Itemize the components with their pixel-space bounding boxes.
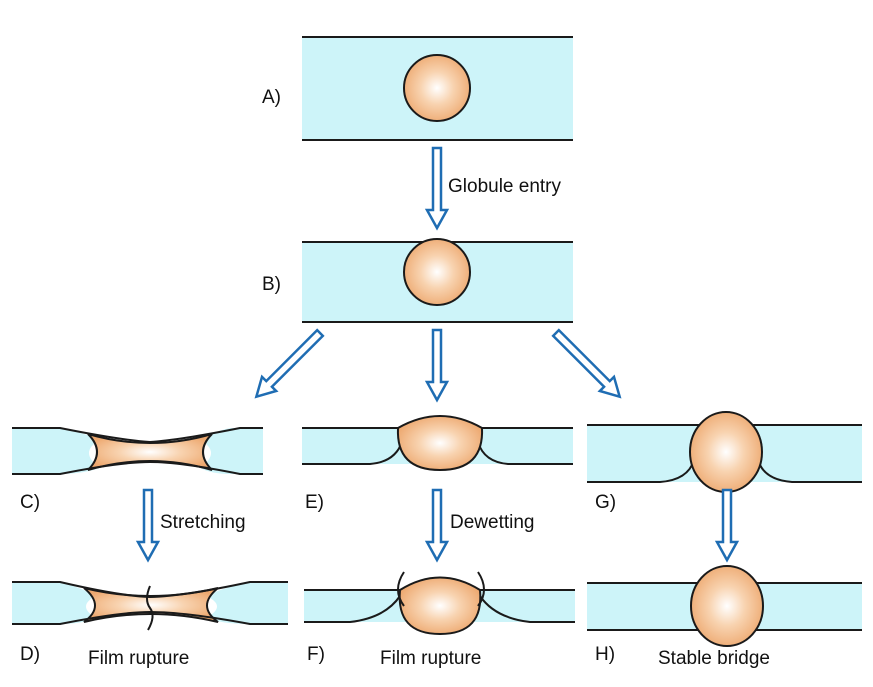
panel-label: A) [262, 87, 281, 108]
transition-label: Globule entry [448, 176, 562, 197]
panel-label: C) [20, 492, 40, 513]
panel-a: A) [262, 36, 573, 141]
oil-globule [398, 576, 482, 636]
panel-e: E) [302, 415, 573, 513]
arrow-center [424, 328, 450, 403]
oil-globule [403, 238, 471, 306]
arrow-left [254, 328, 325, 399]
panel-label: B) [262, 274, 281, 295]
transition-label: Dewetting [450, 512, 535, 533]
oil-globule [690, 565, 764, 647]
panel-caption: Film rupture [380, 648, 481, 669]
panel-label: D) [20, 644, 40, 665]
panel-f: F) Film rupture [304, 571, 575, 669]
arrow-stretching [135, 488, 161, 563]
rupture-mark [397, 571, 405, 607]
transition-label: Stretching [160, 512, 246, 533]
panel-label: G) [595, 492, 616, 513]
panel-label: E) [305, 492, 324, 513]
panel-label: H) [595, 644, 615, 665]
arrow-right [551, 328, 622, 399]
oil-globule [403, 54, 471, 122]
down-arrows: Stretching Dewetting [135, 488, 740, 563]
branch-arrows [254, 328, 622, 403]
panel-h: H) Stable bridge [587, 565, 862, 669]
panel-d: D) Film rupture [12, 581, 288, 669]
panel-c: C) [12, 427, 263, 513]
panel-caption: Stable bridge [658, 648, 770, 669]
arrow-dewetting [424, 488, 450, 563]
arrow-globule-entry: Globule entry [424, 146, 562, 231]
oil-globule [396, 415, 484, 472]
panel-label: F) [307, 644, 325, 665]
rupture-mark [146, 585, 154, 631]
panel-caption: Film rupture [88, 648, 189, 669]
panel-b: B) [262, 238, 573, 323]
oil-globule [689, 411, 763, 493]
panel-g: G) [587, 411, 862, 513]
arrow-stable [714, 488, 740, 563]
rupture-mark [477, 571, 485, 607]
